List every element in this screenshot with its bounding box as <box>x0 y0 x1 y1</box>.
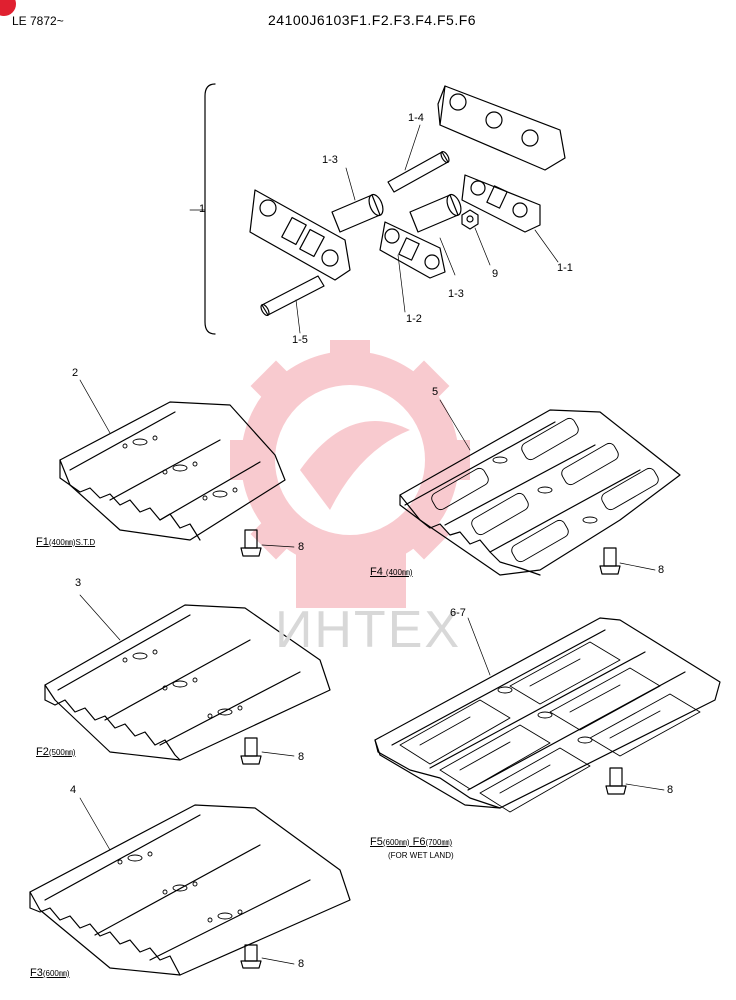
callout-assembly: 1 <box>199 203 206 215</box>
caption-f2-size: (500㎜) <box>48 748 76 757</box>
watermark-text: ИНТЕХ <box>275 601 462 659</box>
bolt-f2-icon <box>240 737 295 765</box>
caption-f1-code: F1 <box>36 536 49 548</box>
callout-shoe-f1: 2 <box>72 367 79 379</box>
callout-shoe-f4: 5 <box>432 386 439 398</box>
caption-f6-code: F6 <box>412 836 426 848</box>
caption-f2-code: F2 <box>36 746 49 758</box>
caption-f4: F4 (400㎜) <box>370 566 413 578</box>
caption-f1-size: (400㎜) <box>48 538 76 547</box>
callout-bolt-f2: 8 <box>298 751 305 763</box>
caption-f4-size: (400㎜) <box>385 568 413 577</box>
bolt-f4-icon <box>599 547 656 575</box>
callout-shoe-f3: 4 <box>70 784 77 796</box>
corner-marker-icon <box>0 0 16 16</box>
callout-bushing-b: 1-3 <box>448 288 464 300</box>
callout-link-right: 1-1 <box>557 262 573 274</box>
track-shoe-f3 <box>29 797 351 976</box>
caption-f5-code: F5 <box>370 836 383 848</box>
track-shoe-f5-f6 <box>374 617 721 813</box>
callout-pin: 1-4 <box>408 112 424 124</box>
caption-f6-size: (700㎜) <box>425 838 453 847</box>
callout-link-left: 1-2 <box>406 313 422 325</box>
callout-master-pin: 1-5 <box>292 334 308 346</box>
bolt-f1-icon <box>240 529 295 557</box>
track-shoe-f4 <box>399 399 681 576</box>
caption-f3-code: F3 <box>30 967 43 979</box>
track-shoe-f1 <box>59 379 295 557</box>
callout-bolt-f3: 8 <box>298 958 305 970</box>
callout-nut: 9 <box>492 268 499 280</box>
caption-f3: F3(600㎜) <box>30 967 70 979</box>
bolt-f3-icon <box>240 944 295 969</box>
callout-bolt-f4: 8 <box>658 564 665 576</box>
watermark-gear-icon <box>230 340 470 608</box>
bolt-f5-f6-icon <box>605 767 665 795</box>
callout-bolt-f1: 8 <box>298 541 305 553</box>
model-range: LE 7872~ <box>12 14 64 28</box>
caption-f5-f6: F5(600㎜) F6(700㎜) <box>370 836 452 848</box>
track-chain-assembly <box>189 83 566 335</box>
caption-f5-size: (600㎜) <box>382 838 410 847</box>
callout-shoe-f5-f6: 6-7 <box>450 607 466 619</box>
caption-f4-code: F4 <box>370 566 383 578</box>
caption-f1: F1(400㎜)S.T.D <box>36 536 95 548</box>
callout-bushing-a: 1-3 <box>322 154 338 166</box>
part-number-title: 24100J6103F1.F2.F3.F4.F5.F6 <box>268 12 477 28</box>
caption-f2: F2(500㎜) <box>36 746 76 758</box>
caption-f1-note: S.T.D <box>75 538 96 547</box>
callout-shoe-f2: 3 <box>75 577 82 589</box>
track-shoe-f2 <box>44 594 331 765</box>
caption-f5-f6-note: (FOR WET LAND) <box>388 851 454 860</box>
caption-f3-size: (600㎜) <box>42 969 70 978</box>
callout-bolt-f5-f6: 8 <box>667 784 674 796</box>
